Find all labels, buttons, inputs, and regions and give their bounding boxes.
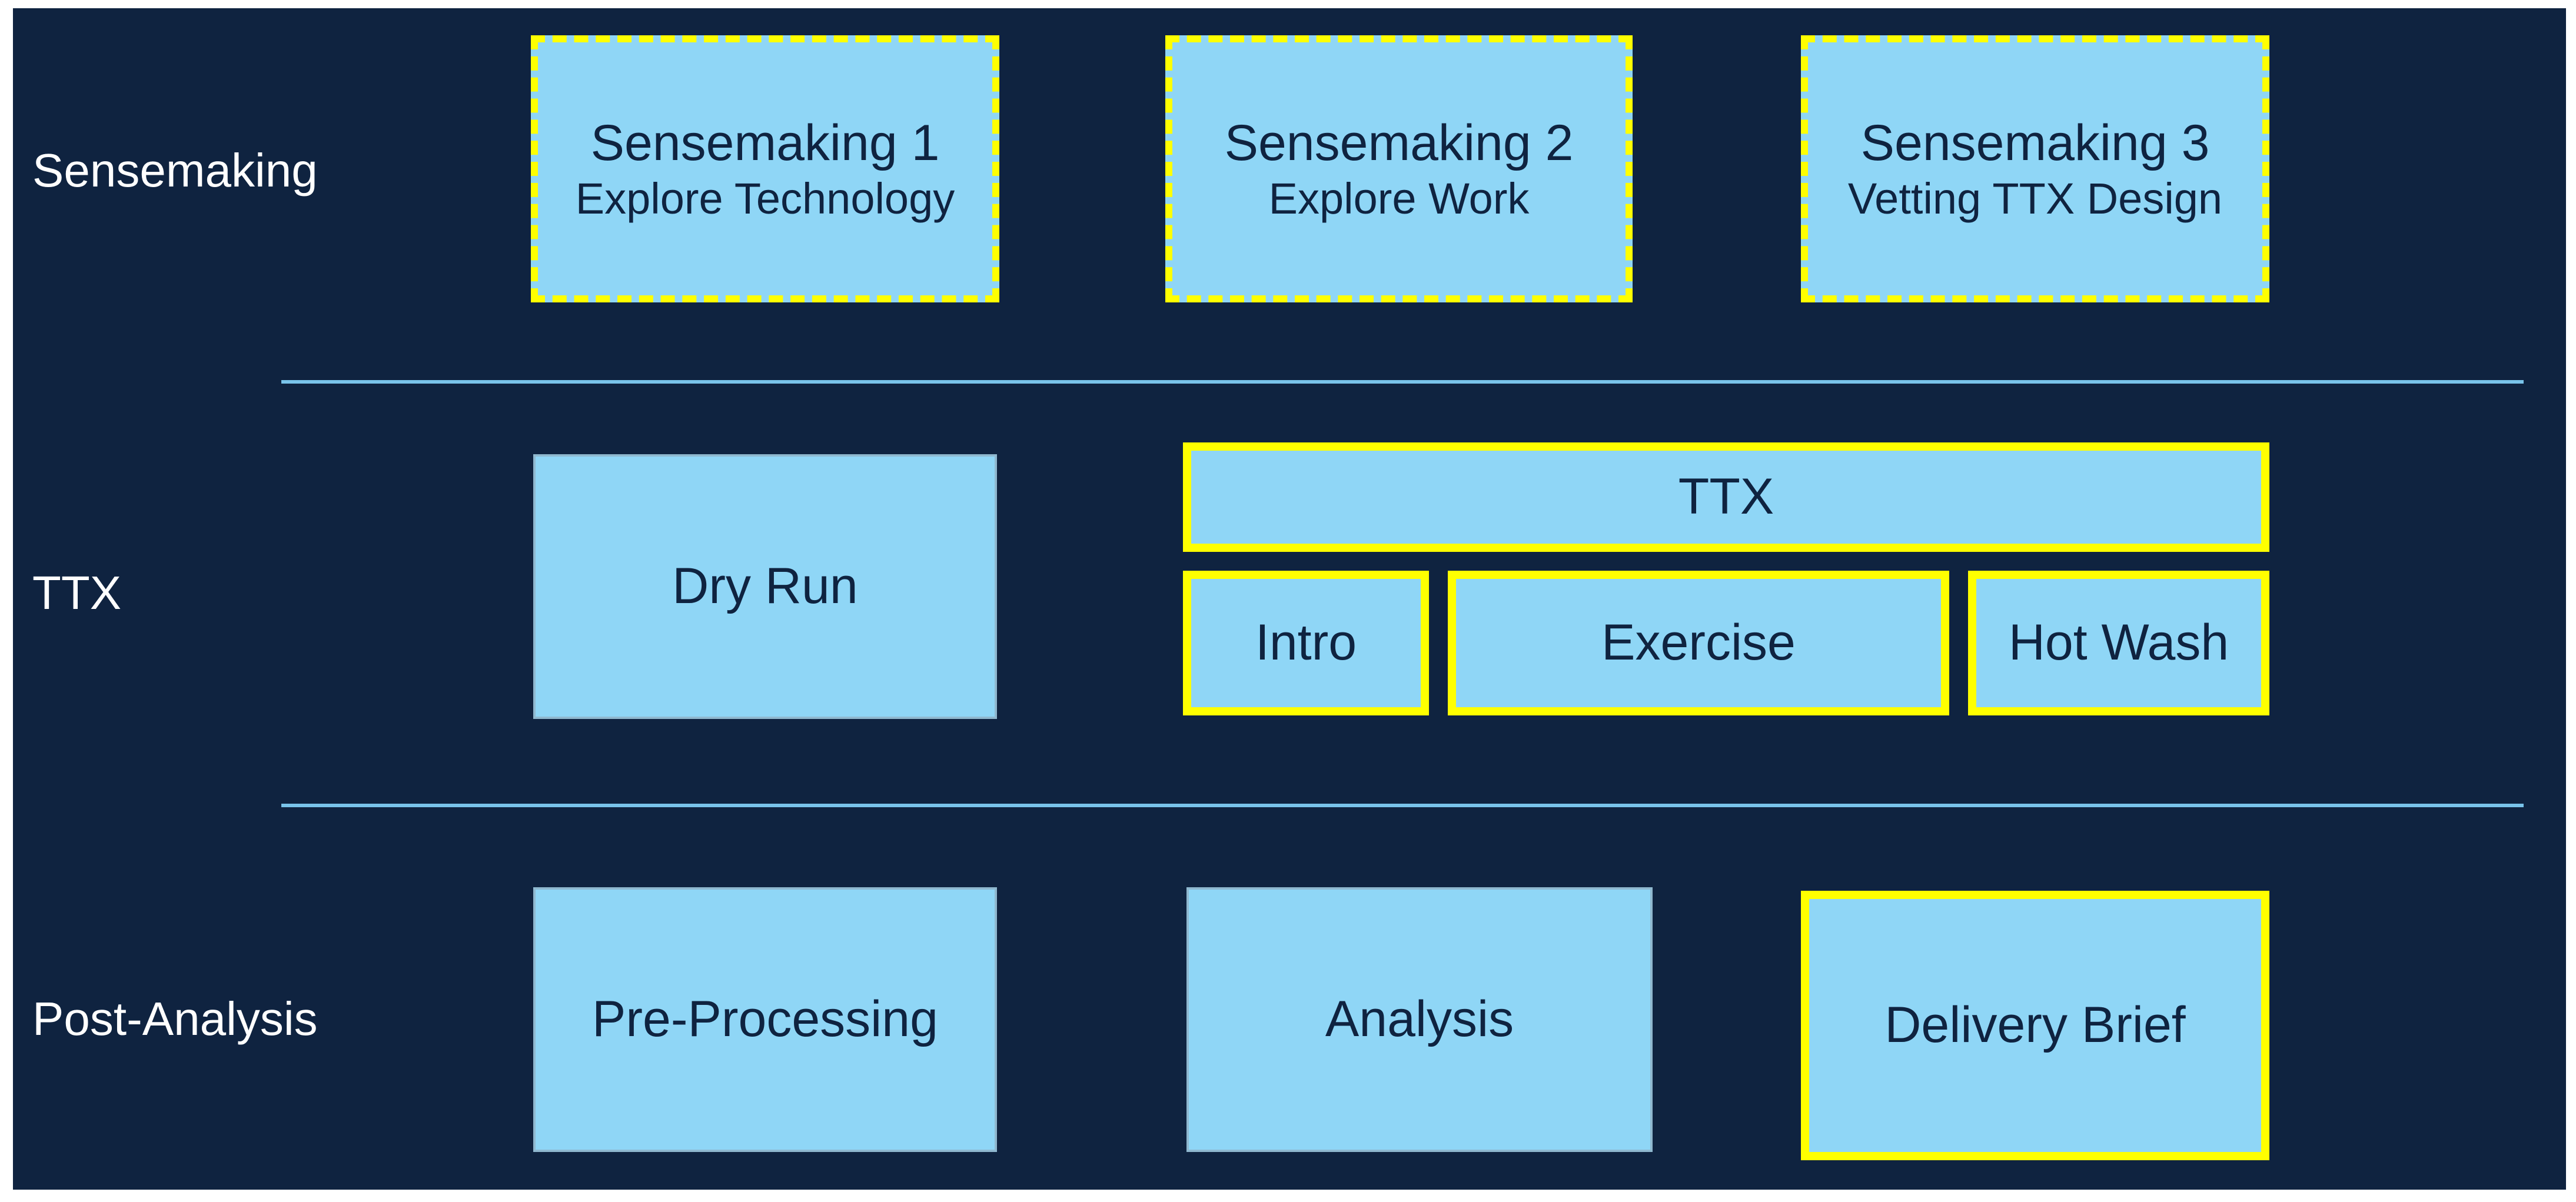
sensemaking-2-subtitle: Explore Work <box>1268 174 1530 224</box>
sensemaking-3-title: Sensemaking 3 <box>1860 114 2210 171</box>
delivery-brief-label: Delivery Brief <box>1884 997 2186 1054</box>
pre-processing-box: Pre-Processing <box>533 887 997 1152</box>
sensemaking-2-box: Sensemaking 2 Explore Work <box>1165 35 1633 302</box>
intro-label: Intro <box>1255 614 1357 671</box>
divider-top <box>281 380 2524 384</box>
sensemaking-3-subtitle: Vetting TTX Design <box>1847 174 2223 224</box>
sensemaking-3-box: Sensemaking 3 Vetting TTX Design <box>1801 35 2269 302</box>
ttx-header-box: TTX <box>1183 442 2269 552</box>
hot-wash-label: Hot Wash <box>2008 614 2229 671</box>
row-label-sensemaking: Sensemaking <box>32 144 318 197</box>
analysis-label: Analysis <box>1325 991 1514 1048</box>
process-diagram: Sensemaking TTX Post-Analysis Sensemakin… <box>13 8 2566 1190</box>
sensemaking-1-box: Sensemaking 1 Explore Technology <box>531 35 999 302</box>
dry-run-label: Dry Run <box>672 558 858 615</box>
intro-box: Intro <box>1183 571 1429 715</box>
sensemaking-1-subtitle: Explore Technology <box>575 174 955 224</box>
divider-bottom <box>281 804 2524 807</box>
pre-processing-label: Pre-Processing <box>592 991 938 1048</box>
row-label-ttx: TTX <box>32 567 122 619</box>
delivery-brief-box: Delivery Brief <box>1801 891 2269 1160</box>
ttx-header-label: TTX <box>1678 468 1774 525</box>
analysis-box: Analysis <box>1186 887 1653 1152</box>
hot-wash-box: Hot Wash <box>1968 571 2269 715</box>
sensemaking-1-title: Sensemaking 1 <box>590 114 940 171</box>
exercise-box: Exercise <box>1448 571 1949 715</box>
exercise-label: Exercise <box>1601 614 1796 671</box>
row-label-post-analysis: Post-Analysis <box>32 993 318 1045</box>
dry-run-box: Dry Run <box>533 454 997 719</box>
sensemaking-2-title: Sensemaking 2 <box>1224 114 1574 171</box>
